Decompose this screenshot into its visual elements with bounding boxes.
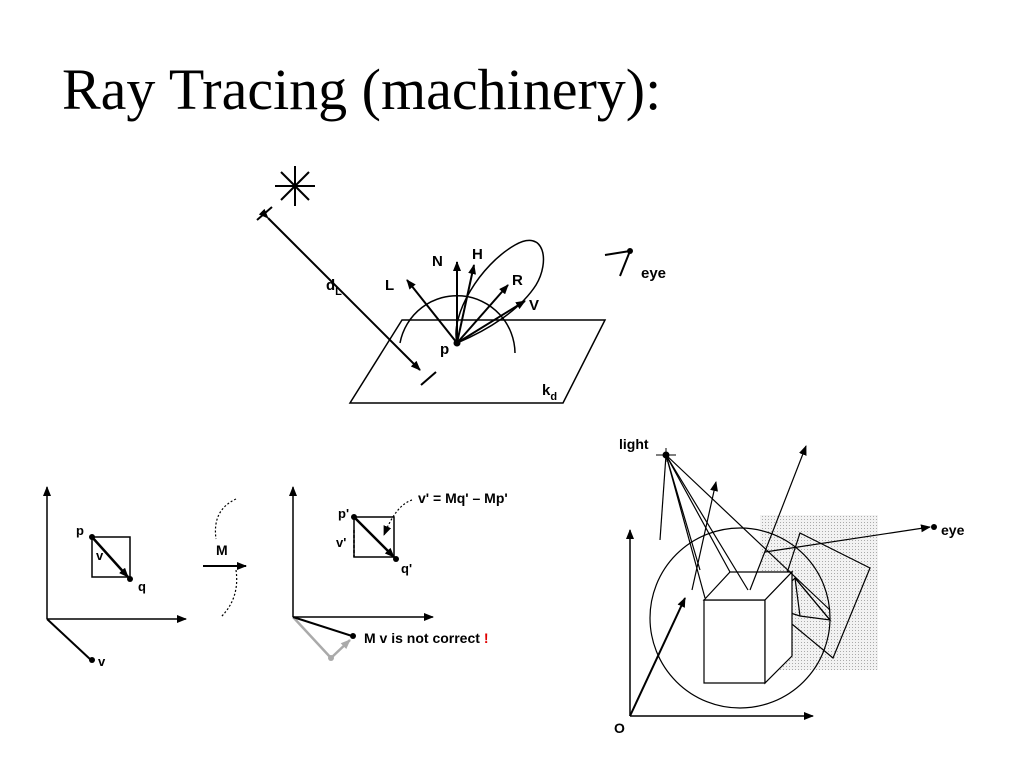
map-arc-top [214, 498, 237, 540]
note-Mv-incorrect: M v is not correct ! [364, 630, 488, 646]
label-N: N [432, 253, 443, 270]
surface-plane [348, 319, 607, 404]
map-arc-bottom [220, 569, 238, 618]
left-label-p: p [76, 523, 84, 538]
light-tick [256, 206, 273, 221]
right-label-pprime: p' [338, 506, 349, 521]
right-label-qprime: q' [401, 561, 412, 576]
right-label-vprime: v' [336, 535, 346, 550]
label-eye: eye [641, 265, 666, 282]
left-label-v-axis: v [98, 654, 106, 669]
diffuse-coefficient-label: kd [542, 382, 557, 403]
label-light: light [619, 436, 649, 452]
point-p [453, 339, 461, 347]
scene-ray-from-origin [629, 597, 686, 717]
sphere [649, 527, 831, 709]
label-V: V [529, 297, 539, 314]
slide-title: Ray Tracing (machinery): [62, 57, 662, 122]
left-label-q: q [138, 579, 146, 594]
label-eye-scene: eye [941, 522, 965, 538]
left-z-axis [46, 618, 92, 661]
eye-icon [604, 248, 633, 277]
vector-L [406, 279, 458, 344]
incorrect-vector-Mv-b [330, 639, 351, 659]
left-vector-v [91, 536, 129, 578]
label-H: H [472, 246, 483, 263]
distance-label: dL [326, 277, 342, 298]
label-R: R [512, 272, 523, 289]
scene-diagram: O eye [614, 436, 965, 736]
shading-diagram: dL kd L N H R V p eye [256, 166, 666, 404]
light-star-icon [275, 166, 315, 206]
reflected-ray-b [749, 445, 807, 591]
map-label-M: M [216, 542, 228, 558]
ray-to-eye [764, 524, 931, 553]
left-label-v: v [96, 548, 104, 563]
equation-leader [383, 499, 413, 536]
right-vector-vprime [353, 516, 395, 558]
cube [702, 570, 794, 685]
distance-line [258, 208, 421, 371]
vector-H [456, 264, 476, 344]
equation-label: v' = Mq' – Mp' [418, 490, 508, 506]
transform-diagram-left: v p v q [43, 486, 187, 669]
reflected-ray-a [691, 481, 718, 591]
hemisphere [399, 294, 516, 354]
label-p: p [440, 341, 449, 358]
vector-V [456, 300, 526, 344]
surface-tick [420, 371, 437, 386]
incorrect-vector-Mv-a [292, 616, 332, 659]
left-box [91, 536, 131, 578]
label-L: L [385, 277, 394, 294]
transform-map: M [203, 498, 247, 618]
label-origin: O [614, 720, 625, 736]
vector-R [456, 284, 509, 344]
vector-Mv [292, 616, 353, 637]
transform-diagram-right: M v is not correct ! p' v' q' v' = Mq' –… [289, 486, 508, 661]
